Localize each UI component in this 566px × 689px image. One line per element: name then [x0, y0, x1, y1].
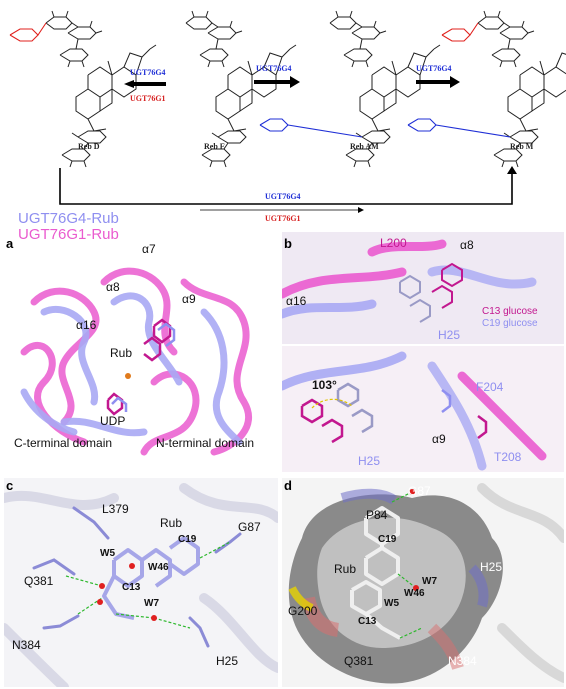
label-c19: C19 [178, 534, 197, 545]
label-n384-d: N384 [448, 654, 477, 668]
legend-g1: UGT76G1-Rub [18, 226, 119, 243]
label-w46: W46 [148, 562, 169, 573]
label-a16: α16 [76, 318, 97, 332]
label-a9: α9 [182, 292, 196, 306]
label-a8-b: α8 [460, 238, 474, 252]
label-g87: G87 [238, 520, 261, 534]
label-h25-d: H25 [480, 560, 503, 574]
label-c19-d: C19 [378, 534, 397, 545]
label-a9-b: α9 [432, 432, 446, 446]
label-c13-glucose: C13 glucose [482, 306, 538, 317]
reaction-arrow-am-to-m [416, 76, 460, 88]
label-n-terminal: N-terminal domain [156, 436, 255, 450]
label-rub: Rub [110, 346, 133, 360]
label-c19-glucose: C19 glucose [482, 318, 538, 329]
label-w46-d: W46 [404, 588, 425, 599]
label-t208: T208 [494, 450, 522, 464]
label-f204: F204 [476, 380, 504, 394]
enzyme-label: UGT76G4 [130, 68, 166, 77]
label-q381: Q381 [24, 574, 54, 588]
panel-tag-c: c [6, 478, 14, 493]
label-h25-top: H25 [438, 328, 461, 342]
enzyme-label: UGT76G1 [130, 94, 166, 103]
label-c13: C13 [122, 582, 141, 593]
legend-g4: UGT76G4-Rub [18, 210, 119, 227]
panel-c-binding-site: L379 Rub G87 C19 W5 W46 Q381 C13 W7 N384… [4, 478, 278, 687]
label-g87-d: G87 [408, 484, 431, 498]
label-w5-d: W5 [384, 598, 399, 609]
label-rub-d: Rub [334, 562, 357, 576]
label-q381-d: Q381 [344, 654, 374, 668]
label-h25-bottom: H25 [358, 454, 381, 468]
label-angle: 103° [312, 378, 337, 392]
label-c13-d: C13 [358, 616, 377, 627]
panel-tag-d: d [284, 478, 292, 493]
enzyme-label: UGT76G4 [256, 64, 292, 73]
biosynthesis-scheme [9, 10, 566, 213]
label-a16-b: α16 [286, 294, 307, 308]
label-g200: G200 [288, 604, 318, 618]
label-l200: L200 [380, 236, 407, 250]
reaction-arrow-e-to-am [254, 76, 300, 88]
label-rub-c: Rub [160, 516, 183, 530]
compound-name: Reb D [78, 142, 100, 151]
label-udp: UDP [100, 414, 126, 428]
reaction-arrow-d-to-m [59, 166, 517, 205]
panel-tag-b: b [284, 236, 292, 251]
panel-d-surface: G87 P84 C19 Rub H25 W7 W46 W5 G200 C13 Q… [282, 478, 564, 687]
label-h25-c: H25 [216, 654, 239, 668]
label-l379: L379 [102, 502, 129, 516]
panel-a-protein-overlay: α7 α8 α9 α16 Rub UDP C-terminal domain N… [4, 242, 276, 480]
panel-b-top: L200 α8 α16 C13 glucose C19 glucose H25 [282, 232, 564, 344]
label-c-terminal: C-terminal domain [14, 436, 113, 450]
label-p84: P84 [366, 508, 388, 522]
label-a8: α8 [106, 280, 120, 294]
label-w5: W5 [100, 548, 115, 559]
panel-tag-a: a [6, 236, 14, 251]
enzyme-label: UGT76G4 [416, 64, 452, 73]
enzyme-label: UGT76G1 [265, 214, 301, 223]
enzyme-label: UGT76G4 [265, 192, 301, 201]
compound-name: Reb AM [350, 142, 379, 151]
label-n384: N384 [12, 638, 41, 652]
panel-b-bottom: 103° F204 α9 H25 T208 [282, 346, 564, 472]
compound-name: Reb M [510, 142, 534, 151]
reaction-arrow-e-to-d [124, 80, 166, 88]
label-a7: α7 [142, 242, 156, 256]
label-w7: W7 [144, 598, 159, 609]
label-w7-d: W7 [422, 576, 437, 587]
compound-name: Reb E [204, 142, 226, 151]
